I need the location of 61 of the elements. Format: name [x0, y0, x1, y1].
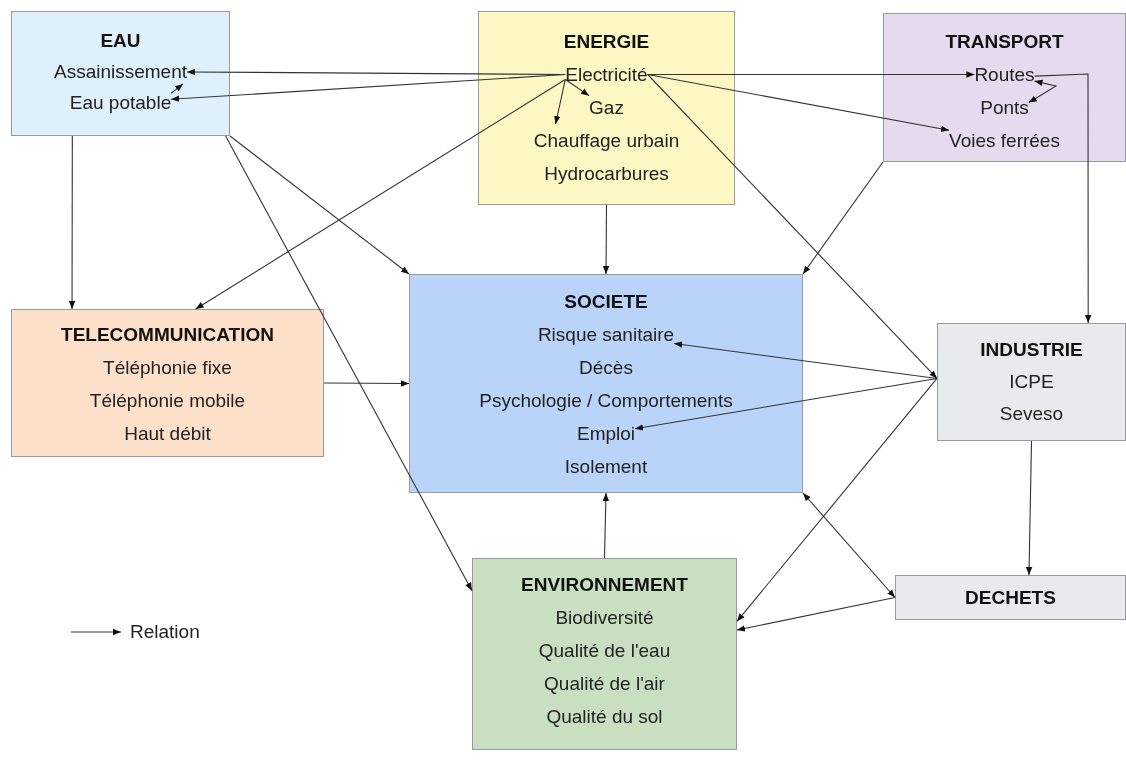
arrow [736, 377, 938, 622]
item-text: Assainissement [53, 56, 188, 87]
item-text: Hydrocarbures [544, 157, 669, 190]
item-text: Biodiversité [555, 606, 654, 630]
box-heading: ENERGIE [563, 30, 650, 54]
box-heading: EAU [100, 29, 141, 53]
legend-label: Relation [130, 620, 200, 644]
box-heading: ENVIRONNEMENT [521, 573, 688, 597]
arrow [1028, 79, 1058, 104]
item-text: Chauffage urbain [533, 124, 680, 157]
item-text: Emploi [576, 417, 636, 450]
arrow [802, 161, 884, 275]
arrow [564, 78, 590, 97]
arrow [1034, 73, 1092, 324]
item-text: ICPE [1009, 370, 1054, 394]
item-text: Psychologie / Comportements [479, 384, 733, 417]
item-text: Décès [579, 351, 633, 384]
item-text: Voies ferrées [949, 124, 1060, 157]
item-text: Haut débit [124, 422, 211, 446]
category-box [409, 274, 803, 493]
item-text: Qualité de l'air [544, 672, 665, 696]
box-heading: DECHETS [965, 586, 1056, 610]
arrow [802, 492, 896, 599]
arrow [170, 83, 184, 94]
arrow [647, 73, 950, 132]
category-box [478, 11, 735, 205]
item-text: Gaz [589, 91, 624, 124]
item-text: Seveso [999, 402, 1064, 426]
item-text: Qualité du sol [546, 705, 663, 729]
item-text: Qualité de l'eau [538, 639, 671, 663]
box-heading: TRANSPORT [945, 30, 1064, 54]
category-box [11, 309, 324, 457]
arrow [229, 135, 410, 275]
arrow [195, 78, 566, 310]
arrow [323, 380, 410, 387]
category-box [11, 11, 230, 136]
arrow [554, 78, 566, 125]
arrow [647, 73, 938, 379]
category-box [895, 575, 1126, 620]
box-heading: SOCIETE [564, 290, 648, 314]
arrow [1025, 440, 1033, 576]
arrow [736, 596, 896, 632]
item-text: Routes [974, 58, 1035, 91]
category-box [883, 13, 1126, 162]
item-text: Risque sanitaire [537, 318, 675, 351]
item-text: Téléphonie mobile [89, 389, 246, 413]
box-heading: TELECOMMUNICATION [61, 323, 274, 347]
item-text: Téléphonie fixe [103, 356, 232, 380]
arrow [68, 135, 76, 310]
item-text: Eau potable [69, 87, 172, 118]
item-text: Electricité [565, 58, 648, 91]
category-box [472, 558, 737, 750]
arrow [602, 204, 610, 275]
arrow [634, 377, 938, 431]
item-text: Ponts [980, 91, 1029, 124]
arrow [225, 135, 473, 592]
category-box [937, 323, 1126, 441]
arrow [170, 73, 566, 102]
arrow [602, 492, 609, 559]
item-text: Isolement [564, 450, 648, 483]
box-heading: INDUSTRIE [980, 338, 1083, 362]
